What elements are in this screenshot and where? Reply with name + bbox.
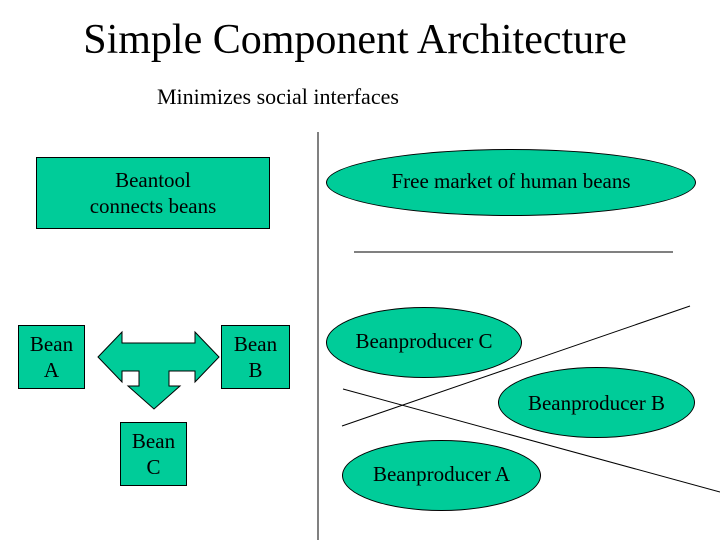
free-market-oval: Free market of human beans bbox=[326, 149, 696, 216]
beanproducer-c-label: Beanproducer C bbox=[355, 328, 493, 353]
beantool-label-line1: Beantool bbox=[115, 168, 191, 192]
beanproducer-a-label: Beanproducer A bbox=[372, 461, 511, 486]
bean-c-box: Bean C bbox=[120, 422, 187, 486]
three-way-arrow-icon bbox=[97, 330, 220, 410]
slide-subtitle: Minimizes social interfaces bbox=[157, 84, 399, 109]
free-market-label: Free market of human beans bbox=[391, 168, 631, 193]
bean-c-label-line2: C bbox=[146, 455, 161, 479]
bean-b-box: Bean B bbox=[221, 325, 290, 389]
bean-a-label-line2: A bbox=[43, 358, 60, 382]
bean-c-label-line1: Bean bbox=[131, 429, 176, 453]
bean-a-box: Bean A bbox=[18, 325, 85, 389]
beantool-box: Beantool connects beans bbox=[36, 157, 270, 229]
beanproducer-b-label: Beanproducer B bbox=[527, 390, 666, 415]
bean-a-label-line1: Bean bbox=[29, 332, 74, 356]
beanproducer-a-oval: Beanproducer A bbox=[342, 440, 541, 511]
slide-title: Simple Component Architecture bbox=[83, 17, 627, 63]
diagonal-line-rising bbox=[341, 305, 691, 427]
diagonal-line-falling bbox=[342, 388, 720, 493]
beanproducer-b-oval: Beanproducer B bbox=[498, 367, 695, 438]
bean-b-label-line1: Bean bbox=[233, 332, 278, 356]
bean-b-label-line2: B bbox=[248, 358, 263, 382]
beantool-label-line2: connects beans bbox=[89, 194, 217, 218]
beanproducer-c-oval: Beanproducer C bbox=[326, 307, 522, 378]
